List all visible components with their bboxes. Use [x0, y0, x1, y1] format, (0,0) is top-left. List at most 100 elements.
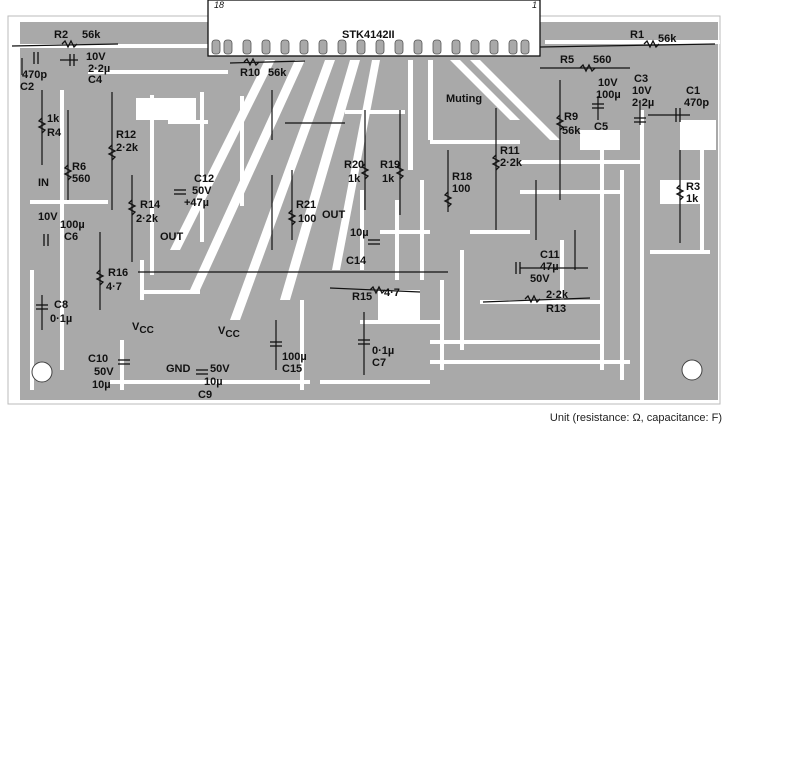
label-c12-value: +47µ [184, 197, 209, 209]
resistor-r1 [643, 39, 660, 49]
label-c1-value: 470p [684, 97, 709, 109]
capacitor-c10 [118, 359, 130, 365]
capacitor-c8 [36, 304, 48, 310]
label-c14: C14 [346, 255, 367, 267]
resistor-r14 [127, 199, 137, 216]
label-r19-value: 1k [382, 173, 395, 185]
label-r9: R9 [564, 111, 578, 123]
isolation-gaps [20, 40, 720, 400]
label-c4-value: 2·2µ [88, 63, 110, 75]
label-c6: C6 [64, 231, 78, 243]
label-r12-value: 2·2k [116, 142, 139, 154]
label-r1: R1 [630, 29, 644, 41]
label-c11: C11 [540, 249, 560, 261]
label-c9-value: 10µ [204, 376, 223, 388]
resistor-r16 [95, 269, 105, 286]
label-c6-voltage: 10V [38, 211, 58, 223]
mounting-hole-right [681, 359, 703, 381]
resistor-r13 [524, 294, 541, 304]
resistor-r5 [579, 63, 596, 73]
label-r10-value: 56k [268, 67, 287, 79]
label-c7-value: 0·1µ [372, 345, 394, 357]
label-r4-value: 1k [47, 113, 60, 125]
label-c3: C3 [634, 73, 648, 85]
resistor-r20 [360, 163, 370, 180]
label-r15: R15 [352, 291, 372, 303]
label-r20-value: 1k [348, 173, 361, 185]
label-vcc-left: VCC [132, 321, 154, 336]
capacitor-c1 [675, 108, 681, 122]
capacitor-c11 [515, 262, 521, 274]
label-in: IN [38, 177, 49, 189]
label-r16-value: 4·7 [106, 281, 122, 293]
label-r3-value: 1k [686, 193, 699, 205]
resistor-r3 [675, 184, 685, 201]
label-c5-voltage: 10V [598, 77, 618, 89]
resistor-r9 [555, 114, 565, 131]
capacitor-c7 [358, 339, 370, 345]
label-c9: C9 [198, 389, 212, 401]
ic-pin-label-left: 18 [214, 0, 224, 10]
pcb-layout-diagram: 18 1 STK4142II [7, 0, 721, 405]
ic-part-label: STK4142II [342, 29, 395, 41]
label-c2: C2 [20, 81, 34, 93]
label-out-mid: OUT [322, 209, 346, 221]
capacitor-c5 [592, 103, 604, 109]
label-c5-value: 100µ [596, 89, 621, 101]
capacitor-c4 [69, 54, 75, 66]
resistor-r11 [491, 154, 501, 171]
capacitor-c14 [368, 239, 380, 245]
capacitor-c12 [174, 189, 186, 195]
label-r21-value: 100 [298, 213, 316, 225]
capacitor-c6 [43, 234, 49, 246]
label-r13: R13 [546, 303, 566, 315]
label-vcc-mid: VCC [218, 325, 240, 340]
label-r21: R21 [296, 199, 316, 211]
component-labels: R2 56k R1 56k R5 560 R10 56k 470p C2 10V… [20, 29, 709, 401]
unit-caption: Unit (resistance: Ω, capacitance: F) [549, 412, 722, 424]
label-gnd: GND [166, 363, 191, 375]
label-r18-value: 100 [452, 183, 470, 195]
capacitor-c15 [270, 341, 282, 347]
label-c2-value: 470p [22, 69, 47, 81]
label-c11-value: 47µ [540, 261, 559, 273]
mounting-hole-left [31, 361, 53, 383]
label-c11-voltage: 50V [530, 273, 550, 285]
label-r18: R18 [452, 171, 472, 183]
label-c3-voltage: 10V [632, 85, 652, 97]
label-c14-value: 10µ [350, 227, 369, 239]
label-r13-value: 2·2k [546, 289, 569, 301]
label-c15: C15 [282, 363, 302, 375]
label-r14-value: 2·2k [136, 213, 159, 225]
label-c4: C4 [88, 74, 103, 86]
label-c10-value: 10µ [92, 379, 111, 391]
resistor-symbols [37, 39, 685, 304]
resistor-r19 [395, 163, 405, 180]
capacitor-c2 [33, 52, 39, 64]
label-r4: R4 [47, 127, 62, 139]
label-r11: R11 [500, 145, 520, 157]
label-r20: R20 [344, 159, 364, 171]
label-out-left: OUT [160, 231, 184, 243]
label-r12: R12 [116, 129, 136, 141]
label-r19: R19 [380, 159, 400, 171]
label-r2-value: 56k [82, 29, 101, 41]
capacitor-symbols [33, 52, 681, 375]
label-c10: C10 [88, 353, 108, 365]
label-c7: C7 [372, 357, 386, 369]
label-r6-value: 560 [72, 173, 90, 185]
resistor-r4 [37, 117, 47, 134]
label-r6: R6 [72, 161, 86, 173]
component-leads [11, 43, 716, 375]
label-c8-value: 0·1µ [50, 313, 72, 325]
label-r2: R2 [54, 29, 68, 41]
label-r1-value: 56k [658, 33, 677, 45]
label-muting: Muting [446, 93, 482, 105]
label-r11-value: 2·2k [500, 157, 523, 169]
resistor-r15 [369, 285, 386, 295]
label-c12-voltage: 50V [192, 185, 212, 197]
label-r10: R10 [240, 67, 260, 79]
label-r15-value: 4·7 [384, 287, 400, 299]
label-c5: C5 [594, 121, 608, 133]
label-c6-value: 100µ [60, 219, 85, 231]
